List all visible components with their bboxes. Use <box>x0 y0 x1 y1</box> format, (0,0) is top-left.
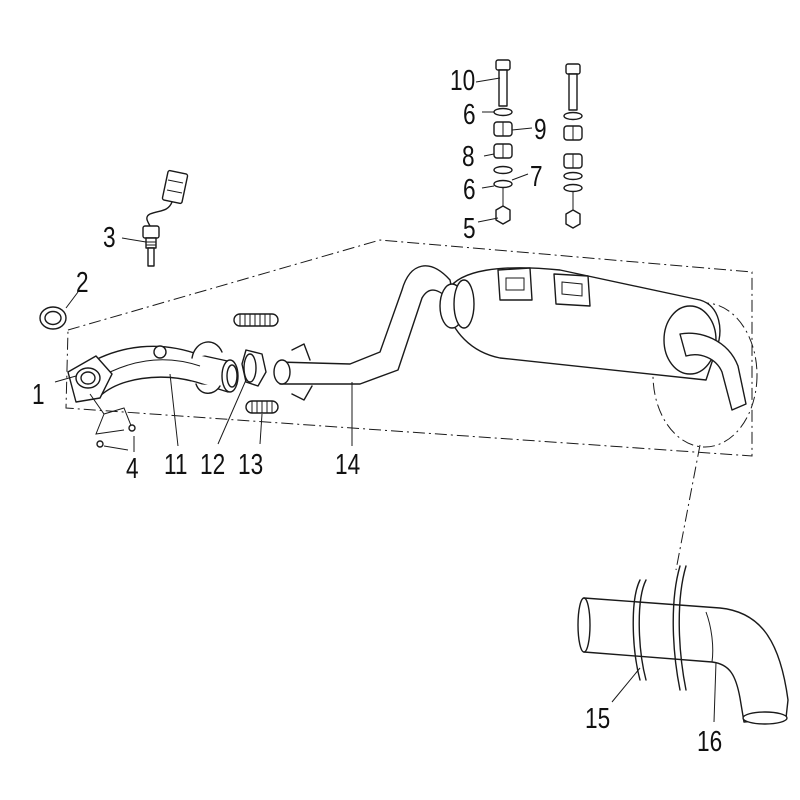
tail-pipe[interactable] <box>577 597 789 725</box>
callout-10: 10 <box>450 63 475 96</box>
exhaust-seal[interactable] <box>241 349 267 387</box>
callout-labels: 1 2 3 4 5 6 7 8 9 6 10 11 12 13 14 15 16 <box>32 63 722 757</box>
tail-gasket-left[interactable] <box>632 579 647 681</box>
callout-4: 4 <box>126 451 139 484</box>
callout-7: 7 <box>530 159 543 192</box>
detail-leader <box>675 444 701 571</box>
tail-gasket-right[interactable] <box>672 565 687 691</box>
callout-6-lower: 6 <box>463 172 476 205</box>
oxygen-sensor[interactable] <box>142 169 189 267</box>
callout-6-upper: 6 <box>463 97 476 130</box>
exhaust-spring-lower[interactable] <box>245 400 279 414</box>
leader-lines <box>54 77 717 723</box>
assembly-boundary <box>65 239 753 457</box>
callout-8: 8 <box>462 139 475 172</box>
hardware-stack-left[interactable] <box>493 59 513 225</box>
hardware-stack-right[interactable] <box>563 63 583 229</box>
muffler-assembly[interactable] <box>273 265 747 411</box>
callout-14: 14 <box>335 447 360 480</box>
mounting-studs[interactable] <box>96 424 136 448</box>
callout-15: 15 <box>585 701 610 734</box>
callout-9: 9 <box>534 112 547 145</box>
exhaust-spring-upper[interactable] <box>233 313 279 327</box>
callout-11: 11 <box>164 447 187 480</box>
callout-13: 13 <box>238 447 263 480</box>
gasket-ring[interactable] <box>39 306 67 330</box>
callout-1: 1 <box>32 377 45 410</box>
callout-2: 2 <box>76 265 89 298</box>
header-pipe[interactable] <box>67 341 239 435</box>
callout-3: 3 <box>103 220 116 253</box>
callout-12: 12 <box>200 447 225 480</box>
callout-16: 16 <box>697 724 722 757</box>
callout-5: 5 <box>463 211 476 244</box>
